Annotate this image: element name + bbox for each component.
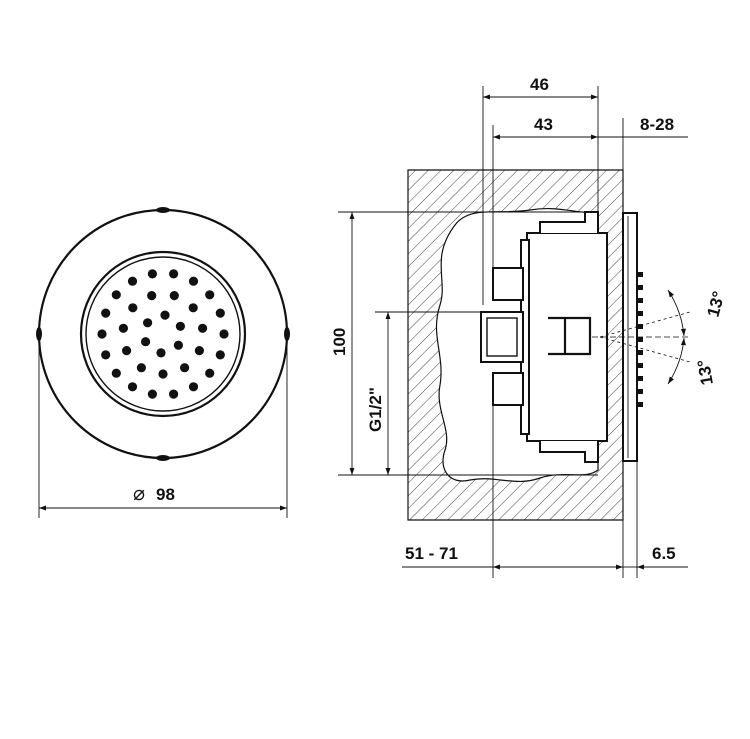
wall-finish-label: 8-28 xyxy=(640,115,674,134)
nozzle-hole xyxy=(128,303,138,313)
nozzle-hole xyxy=(111,368,121,378)
rim-tab-bottom xyxy=(156,455,170,461)
nozzle-hole xyxy=(147,389,157,399)
nozzle-hole xyxy=(215,350,225,360)
nozzle-hole xyxy=(160,310,170,320)
nozzle-hole xyxy=(219,329,229,339)
nozzle-tooth xyxy=(637,272,643,277)
angle-arc-bottom xyxy=(667,337,686,385)
nozzle-hole xyxy=(173,340,183,350)
thread-label: G1/2" xyxy=(366,387,385,432)
rim-tab-top xyxy=(156,207,170,213)
nozzle-hole xyxy=(215,308,225,318)
nozzle-hole xyxy=(175,321,185,331)
nozzle-tooth xyxy=(637,363,643,368)
nozzle-hole xyxy=(188,303,198,313)
inner-rim-inner xyxy=(85,256,241,412)
nozzle-hole xyxy=(143,318,153,328)
nozzle-hole xyxy=(141,337,151,347)
wall-range-label: 51 - 71 xyxy=(405,544,458,563)
nozzle-hole xyxy=(198,323,208,333)
nozzle-hole xyxy=(205,368,215,378)
nozzle-pattern xyxy=(97,269,229,399)
nozzle-tooth xyxy=(637,311,643,316)
nozzle-hole xyxy=(188,276,199,286)
nozzle-tooth xyxy=(637,324,643,329)
body-step-top xyxy=(539,211,599,233)
nozzle-hole xyxy=(194,346,204,356)
nozzle-hole xyxy=(205,290,215,300)
nozzle-hole xyxy=(101,350,111,360)
nozzle-hole xyxy=(97,329,107,339)
nozzle-hole xyxy=(169,389,179,399)
nozzle-tooth xyxy=(637,337,643,342)
nozzle-hole xyxy=(111,290,121,300)
dia-symbol: ⌀ xyxy=(133,483,145,505)
nozzle-hole xyxy=(188,382,199,392)
nozzle-hole xyxy=(118,323,128,333)
side-view: 13° 13° 100 G1/2" 46 43 8-28 51 - 71 xyxy=(330,75,729,578)
nozzle-hole xyxy=(122,346,132,356)
height-label: 100 xyxy=(330,328,349,356)
nozzle-hole xyxy=(158,369,168,379)
outer-rim xyxy=(37,208,289,460)
internal-slot xyxy=(548,316,592,356)
nozzle-hole xyxy=(136,363,146,373)
nozzle-hole xyxy=(127,382,138,392)
nozzle-tooth xyxy=(637,376,643,381)
nozzle-hole xyxy=(101,308,111,318)
nozzle-teeth xyxy=(637,272,643,407)
nozzle-hole xyxy=(147,291,157,301)
nozzle-tooth xyxy=(637,298,643,303)
nozzle-tooth xyxy=(637,402,643,407)
depth-body-label: 43 xyxy=(534,115,553,134)
inlet-center xyxy=(480,311,524,363)
nozzle-hole xyxy=(169,269,179,279)
front-view: ⌀ 98 xyxy=(36,207,290,518)
nozzle-hole xyxy=(127,276,138,286)
body-step-bottom xyxy=(539,441,599,463)
nozzle-hole xyxy=(180,363,190,373)
nozzle-tooth xyxy=(637,389,643,394)
inlet-lower xyxy=(492,372,524,406)
face-thickness-label: 6.5 xyxy=(652,544,676,563)
inlet-center-inner xyxy=(486,317,518,357)
inner-rim-outer xyxy=(79,250,247,418)
angle-arc-top xyxy=(667,289,686,337)
depth-total-label: 46 xyxy=(530,75,549,94)
nozzle-hole xyxy=(156,348,166,358)
inlet-upper xyxy=(492,267,524,301)
nozzle-hole xyxy=(147,269,157,279)
nozzle-hole xyxy=(169,291,179,301)
nozzle-tooth xyxy=(637,350,643,355)
dia-label: 98 xyxy=(156,485,175,504)
angle-label-bottom: 13° xyxy=(694,358,717,387)
angle-label-top: 13° xyxy=(704,289,729,319)
nozzle-tooth xyxy=(637,285,643,290)
